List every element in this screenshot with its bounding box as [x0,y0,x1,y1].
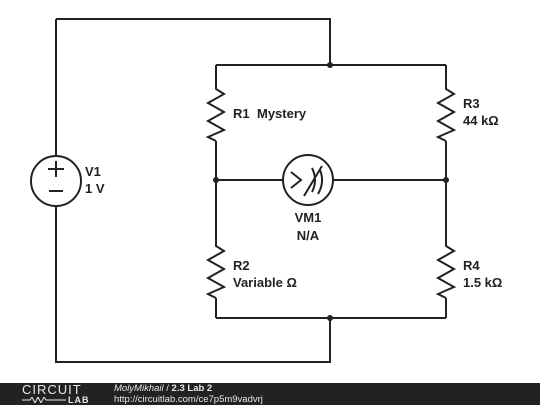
r3-value-label: 44 kΩ [463,113,499,128]
r2-name-label: R2 [233,258,250,273]
vm1-name-label: VM1 [295,210,322,225]
vm1-value-label: N/A [297,228,320,243]
junction-node-left [213,177,219,183]
r4-value-label: 1.5 kΩ [463,275,502,290]
junction-node-bottom [327,315,333,321]
circuit-info: MolyMikhail / 2.3 Lab 2 [114,384,212,394]
r3-name-label: R3 [463,96,480,111]
footer-bar: CIRCUIT LAB MolyMikhail / 2.3 Lab 2 http… [0,383,540,405]
circuit-url-link[interactable]: http://circuitlab.com/ce7p5m9vadvrj [114,394,263,405]
r2-value-label: Variable Ω [233,275,297,290]
circuit-title: 2.3 Lab 2 [171,383,213,394]
v1-value-label: 1 V [85,181,105,196]
author-link[interactable]: MolyMikhail [114,383,164,394]
r4-name-label: R4 [463,258,480,273]
resistor-r2[interactable] [205,242,227,299]
v1-name-label: V1 [85,164,101,179]
plus-sign-icon [48,161,64,177]
resistor-r3[interactable] [435,85,457,142]
voltmeter-arrow-icon [290,171,303,189]
resistor-r4[interactable] [435,242,457,299]
junction-node-right [443,177,449,183]
resistor-r1[interactable] [205,85,227,142]
logo-resistor-icon [22,397,66,403]
wire-left-lower [55,206,331,363]
circuit-schematic: V1 1 V R1 Mystery R3 44 kΩ VM1 N/A R2 Va… [30,18,502,363]
wire-top-left [56,18,331,65]
voltmeter-needle-icon [303,165,324,197]
junction-node-top [327,62,333,68]
r1-name-label: R1 [233,106,250,121]
separator: / [163,383,172,394]
r1-value-label: Mystery [257,106,307,121]
voltage-source-v1[interactable] [30,155,82,207]
voltmeter-vm1[interactable] [282,154,334,206]
logo-circuit-text: CIRCUIT [22,382,82,397]
logo-lab-text: LAB [68,395,90,405]
